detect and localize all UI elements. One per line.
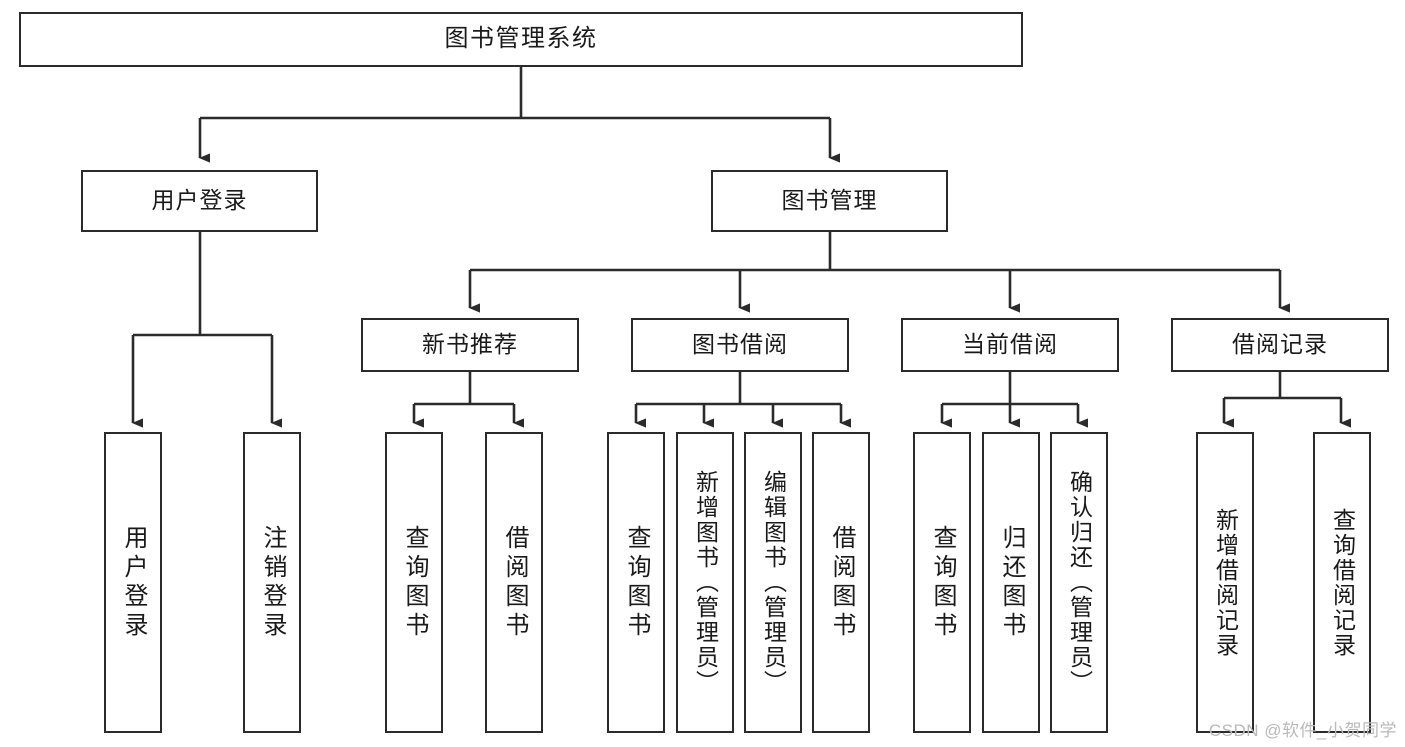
watermark-text: CSDN @软件_小贺同学 bbox=[1208, 721, 1397, 740]
node-book-borrow[interactable]: 图书借阅 bbox=[631, 318, 849, 372]
leaf-borrow-book-recommend[interactable]: 借阅图书 bbox=[485, 432, 543, 733]
node-label: 确认归还（管理员） bbox=[1066, 470, 1093, 695]
leaf-edit-book-admin[interactable]: 编辑图书（管理员） bbox=[744, 432, 802, 733]
node-label: 归还图书 bbox=[998, 524, 1025, 641]
node-user-login[interactable]: 用户登录 bbox=[81, 170, 318, 232]
node-current-borrow[interactable]: 当前借阅 bbox=[901, 318, 1119, 372]
node-label: 当前借阅 bbox=[962, 331, 1058, 358]
node-label: 图书管理系统 bbox=[444, 25, 598, 53]
leaf-borrow-book-borrow[interactable]: 借阅图书 bbox=[812, 432, 870, 733]
node-label: 借阅图书 bbox=[828, 524, 855, 641]
node-new-book-recommend[interactable]: 新书推荐 bbox=[361, 318, 579, 372]
node-label: 编辑图书（管理员） bbox=[760, 470, 787, 695]
node-label: 用户登录 bbox=[120, 524, 147, 641]
leaf-add-book-admin[interactable]: 新增图书（管理员） bbox=[676, 432, 734, 733]
node-label: 查询图书 bbox=[401, 524, 428, 641]
leaf-query-book-borrow[interactable]: 查询图书 bbox=[607, 432, 665, 733]
node-label: 查询图书 bbox=[929, 524, 956, 641]
node-label: 图书管理 bbox=[781, 187, 878, 214]
node-label: 新增图书（管理员） bbox=[692, 470, 719, 695]
node-label: 用户登录 bbox=[151, 187, 248, 214]
node-label: 查询图书 bbox=[623, 524, 650, 641]
leaf-logout-login[interactable]: 注销登录 bbox=[243, 432, 301, 733]
leaf-add-borrow-record[interactable]: 新增借阅记录 bbox=[1196, 432, 1254, 733]
leaf-query-borrow-record[interactable]: 查询借阅记录 bbox=[1313, 432, 1371, 733]
node-label: 查询借阅记录 bbox=[1329, 507, 1356, 658]
node-label: 图书借阅 bbox=[692, 331, 788, 358]
leaf-query-book-recommend[interactable]: 查询图书 bbox=[385, 432, 443, 733]
node-book-management[interactable]: 图书管理 bbox=[711, 170, 948, 232]
leaf-user-login[interactable]: 用户登录 bbox=[104, 432, 162, 733]
node-borrow-record[interactable]: 借阅记录 bbox=[1171, 318, 1389, 372]
leaf-query-book-current[interactable]: 查询图书 bbox=[913, 432, 971, 733]
node-label: 新增借阅记录 bbox=[1212, 507, 1239, 658]
node-label: 借阅图书 bbox=[501, 524, 528, 641]
leaf-return-book[interactable]: 归还图书 bbox=[982, 432, 1040, 733]
node-label: 借阅记录 bbox=[1232, 331, 1328, 358]
leaf-confirm-return-admin[interactable]: 确认归还（管理员） bbox=[1050, 432, 1108, 733]
node-label: 注销登录 bbox=[259, 524, 286, 641]
node-label: 新书推荐 bbox=[422, 331, 518, 358]
node-root-book-management-system[interactable]: 图书管理系统 bbox=[19, 12, 1023, 67]
